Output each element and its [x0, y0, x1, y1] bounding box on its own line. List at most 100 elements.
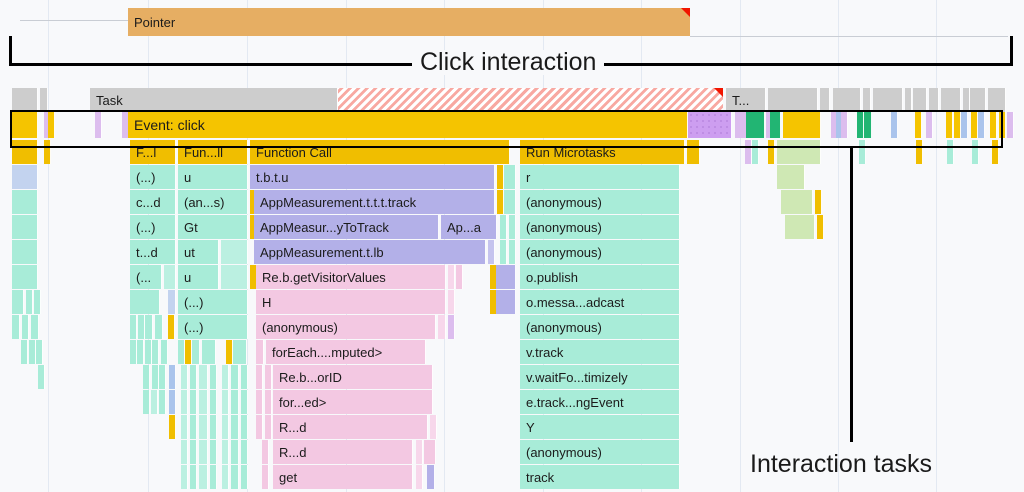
flame-cell[interactable]: Function Call: [250, 140, 510, 164]
flame-cell[interactable]: [745, 140, 752, 164]
task-bar-small[interactable]: [863, 88, 871, 112]
flame-cell[interactable]: [448, 265, 455, 289]
flame-cell[interactable]: [815, 190, 822, 214]
event-bar-tick[interactable]: [891, 112, 898, 138]
flame-cell[interactable]: [130, 340, 137, 364]
flame-cell[interactable]: (anonymous): [520, 315, 680, 339]
flame-cell[interactable]: [152, 365, 159, 389]
flame-cell[interactable]: [916, 140, 923, 164]
flame-cell[interactable]: [256, 340, 264, 364]
event-bar-tick[interactable]: [926, 112, 933, 138]
event-click-bar[interactable]: Event: click: [128, 112, 688, 138]
flame-cell[interactable]: [190, 365, 197, 389]
flame-cell[interactable]: [781, 190, 813, 214]
flame-cell[interactable]: [222, 440, 229, 464]
flame-cell[interactable]: [416, 440, 423, 464]
event-bar-gc[interactable]: [857, 112, 864, 138]
task-bar-small[interactable]: [970, 88, 986, 112]
flame-cell[interactable]: [424, 440, 436, 464]
flame-cell[interactable]: [500, 215, 507, 239]
flame-cell[interactable]: [155, 315, 163, 339]
flame-cell[interactable]: [693, 140, 700, 164]
flame-cell[interactable]: [241, 440, 248, 464]
task-bar-small[interactable]: [963, 88, 970, 112]
event-bar-tick[interactable]: [915, 112, 922, 138]
event-bar-scripting[interactable]: [688, 112, 732, 138]
event-bar-gc[interactable]: [864, 112, 872, 138]
flame-cell[interactable]: get: [273, 465, 413, 489]
flame-cell[interactable]: [500, 240, 507, 264]
flame-cell[interactable]: [12, 140, 38, 164]
flame-cell[interactable]: [777, 165, 805, 189]
flame-cell[interactable]: [241, 415, 248, 439]
flame-cell[interactable]: Re.b.getVisitorValues: [256, 265, 446, 289]
flame-cell[interactable]: [265, 365, 272, 389]
flame-cell[interactable]: [44, 140, 51, 164]
flame-cell[interactable]: Y: [520, 415, 680, 439]
event-bar-gc[interactable]: [770, 112, 781, 138]
flame-cell[interactable]: [130, 290, 160, 314]
flame-cell[interactable]: [178, 340, 185, 364]
flame-cell[interactable]: for...ed>: [273, 390, 433, 414]
flame-cell[interactable]: v.waitFo...timizely: [520, 365, 680, 389]
flame-cell[interactable]: [159, 390, 166, 414]
flame-cell[interactable]: [161, 340, 168, 364]
flame-cell[interactable]: [497, 165, 504, 189]
flame-cell[interactable]: (...): [178, 315, 248, 339]
flame-cell[interactable]: [222, 390, 229, 414]
task-bar-small[interactable]: [839, 88, 861, 112]
flame-cell[interactable]: [210, 365, 217, 389]
flame-cell[interactable]: [448, 290, 455, 314]
flame-cell[interactable]: [438, 315, 446, 339]
flame-cell[interactable]: R...d: [273, 440, 413, 464]
task-bar-main[interactable]: Task: [90, 88, 338, 112]
flame-cell[interactable]: [496, 265, 516, 289]
flame-cell[interactable]: [12, 315, 20, 339]
event-bar-tick[interactable]: [990, 112, 997, 138]
flame-cell[interactable]: [26, 290, 33, 314]
event-bar-tick[interactable]: [841, 112, 848, 138]
flame-cell[interactable]: [151, 390, 158, 414]
flame-cell[interactable]: t...d: [130, 240, 176, 264]
flame-cell[interactable]: [137, 340, 144, 364]
event-bar-tick[interactable]: [961, 112, 968, 138]
flame-cell[interactable]: [488, 240, 495, 264]
flame-cell[interactable]: [159, 365, 166, 389]
flame-cell[interactable]: [12, 290, 24, 314]
flame-cell[interactable]: [752, 140, 759, 164]
task-bar-small[interactable]: [768, 88, 818, 112]
flame-cell[interactable]: [190, 440, 197, 464]
event-bar-tick[interactable]: [954, 112, 961, 138]
flame-cell[interactable]: (...): [178, 290, 248, 314]
flame-cell[interactable]: [138, 315, 145, 339]
flame-cell[interactable]: [504, 190, 516, 214]
flame-cell[interactable]: [496, 290, 516, 314]
flame-cell[interactable]: Gt: [178, 215, 248, 239]
flame-cell[interactable]: [143, 365, 150, 389]
event-bar-tick[interactable]: [1007, 112, 1014, 138]
flame-cell[interactable]: [231, 415, 239, 439]
flame-cell[interactable]: [199, 465, 208, 489]
flame-cell[interactable]: [947, 140, 954, 164]
flame-cell[interactable]: [222, 365, 229, 389]
flame-cell[interactable]: [12, 265, 38, 289]
flame-cell[interactable]: (...: [130, 265, 162, 289]
flame-cell[interactable]: (anonymous): [520, 440, 680, 464]
flame-cell[interactable]: [181, 365, 188, 389]
task-bar-small[interactable]: [820, 88, 830, 112]
flame-cell[interactable]: (...): [130, 165, 176, 189]
flame-cell[interactable]: [221, 240, 248, 264]
flame-cell[interactable]: [448, 315, 455, 339]
flame-cell[interactable]: [185, 340, 192, 364]
flame-cell[interactable]: u: [178, 265, 219, 289]
event-bar-tick[interactable]: [978, 112, 985, 138]
flame-cell[interactable]: (anonymous): [520, 215, 680, 239]
flame-cell[interactable]: [509, 240, 516, 264]
task-long-task-hatch[interactable]: [338, 88, 723, 112]
flame-cell[interactable]: v.track: [520, 340, 680, 364]
flame-cell[interactable]: [12, 215, 38, 239]
flame-cell[interactable]: [202, 340, 216, 364]
flame-cell[interactable]: [256, 365, 263, 389]
flame-cell[interactable]: Run Microtasks: [520, 140, 685, 164]
event-bar-tick[interactable]: [999, 112, 1006, 138]
